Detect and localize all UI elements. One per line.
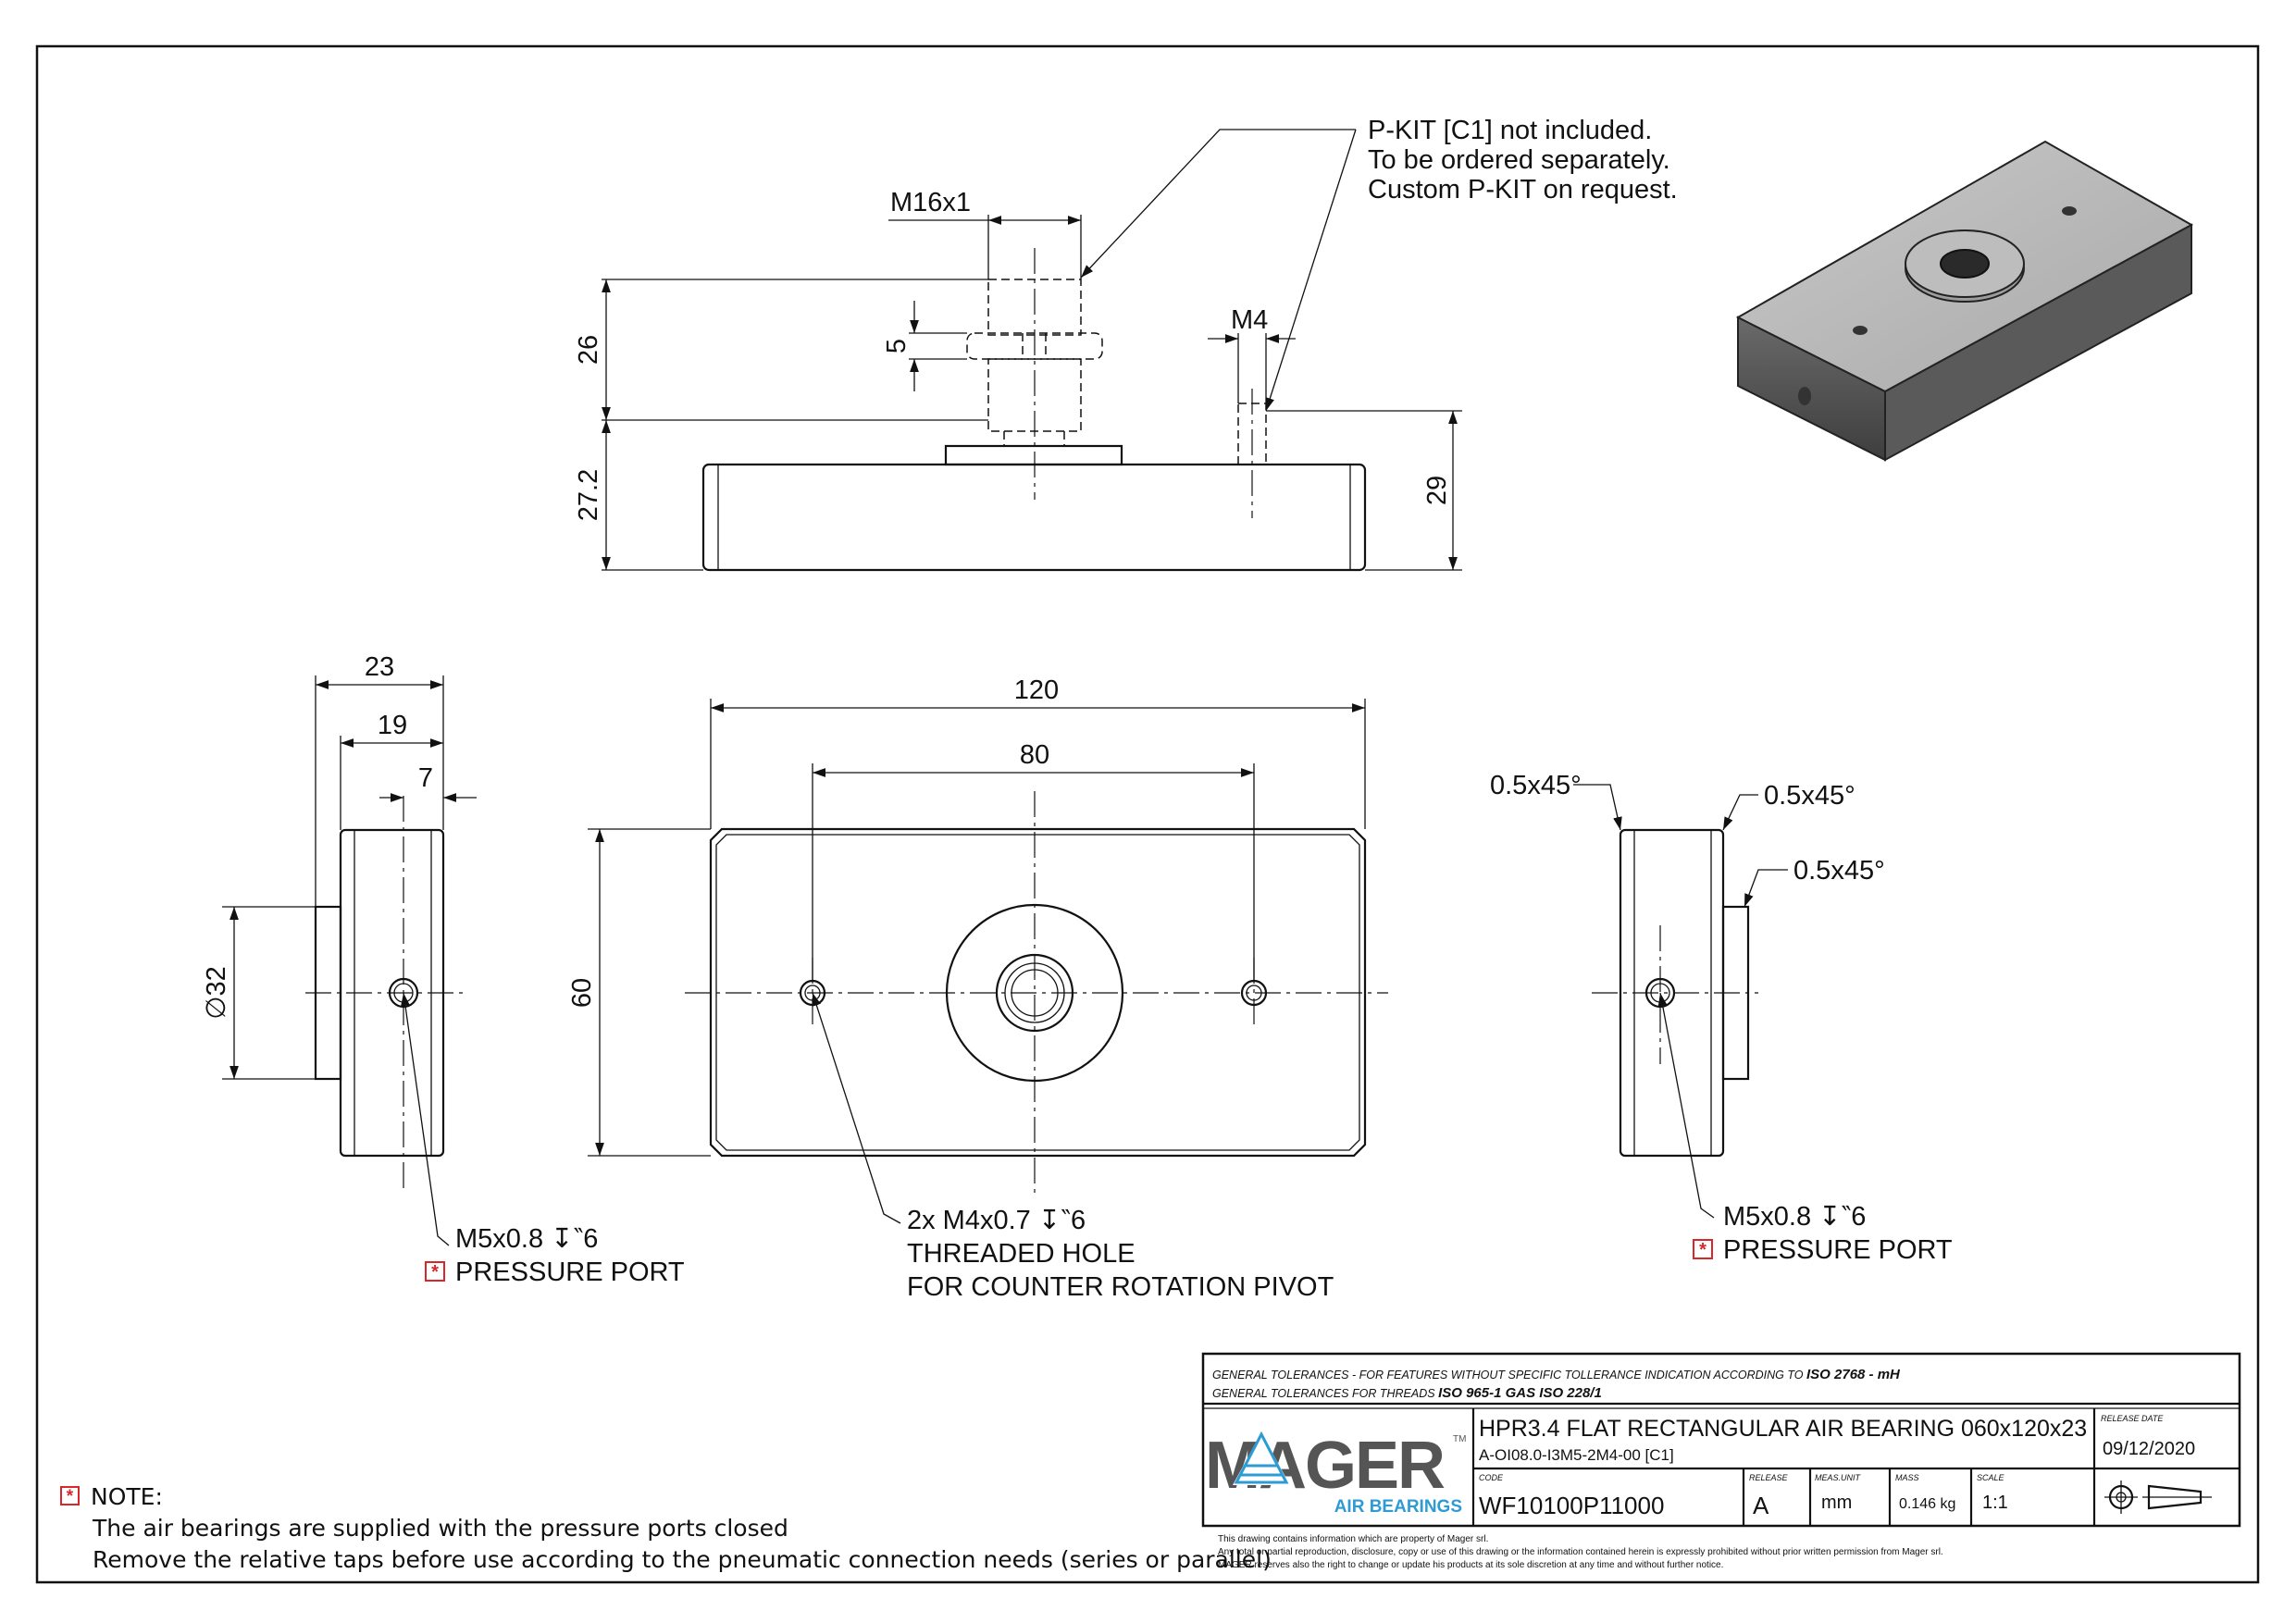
hole-purpose: FOR COUNTER ROTATION PIVOT [907,1272,1334,1302]
svg-text:MASS: MASS [1895,1473,1919,1482]
dim-m4: M4 [1231,305,1268,335]
note-star-icon-right [1693,1239,1713,1259]
isometric-view [1735,140,2194,462]
note-line-2: Remove the relative taps before use acco… [93,1546,1272,1573]
tolerance-threads: GENERAL TOLERANCES FOR THREADS ISO 965-1… [1212,1385,1602,1401]
drawing-subtitle: A-OI08.0-I3M5-2M4-00 [C1] [1479,1446,1674,1464]
right-side-view: 0.5x45° 0.5x45° 0.5x45° M5x0.8 ↧‶6 * PRE… [1490,771,1953,1265]
release-date: 09/12/2020 [2103,1439,2195,1459]
mager-logo: MAGER TM AIR BEARINGS [1205,1429,1466,1517]
port-right-thread: M5x0.8 ↧‶6 [1723,1202,1866,1232]
scale-value: 1:1 [1982,1493,2008,1513]
svg-text:AIR BEARINGS: AIR BEARINGS [1334,1497,1462,1517]
left-side-view: 23 19 7 ∅32 M5x0.8 ↧‶6 * PRESSURE PORT [202,652,685,1287]
svg-text:MAGER: MAGER [1205,1429,1445,1503]
pkit-note-line-3: Custom P-KIT on request. [1368,175,1678,204]
drawing-code: WF10100P11000 [1479,1492,1664,1519]
dim-120: 120 [1014,675,1059,705]
front-view: 26 27.2 5 M16x1 M4 29 P-KIT [C1] not inc… [574,116,1678,572]
mass-value: 0.146 kg [1899,1496,1955,1512]
projection-symbol-icon [2104,1481,2212,1514]
meas-unit: mm [1821,1493,1852,1513]
dim-dia-32: ∅32 [202,966,231,1020]
svg-text:MEAS.UNIT: MEAS.UNIT [1815,1473,1862,1482]
dim-m16: M16x1 [890,188,971,217]
note-title: NOTE: [91,1483,163,1510]
hole-label: THREADED HOLE [907,1239,1136,1269]
svg-text:CODE: CODE [1479,1473,1504,1482]
svg-text:SCALE: SCALE [1977,1473,2005,1482]
dim-23: 23 [365,652,394,682]
chamfer-1: 0.5x45° [1490,771,1582,800]
note-star-icon-main [60,1486,80,1505]
svg-text:TM: TM [1453,1434,1466,1444]
tolerance-general: GENERAL TOLERANCES - FOR FEATURES WITHOU… [1212,1367,1901,1382]
svg-text:*: * [67,1487,74,1506]
dim-29: 29 [1422,476,1452,505]
top-view: 120 80 60 2x M4x0.7 ↧‶6 THREADED HOLE FO… [567,675,1388,1302]
port-left-thread: M5x0.8 ↧‶6 [455,1224,598,1254]
dim-26: 26 [574,335,603,365]
pkit-note-line-1: P-KIT [C1] not included. [1368,116,1652,145]
footer-line-3: MAGER reserves also the right to change … [1218,1560,1723,1570]
drawing-title: HPR3.4 FLAT RECTANGULAR AIR BEARING 060x… [1479,1416,2087,1442]
port-left-label: PRESSURE PORT [455,1258,685,1287]
svg-text:*: * [1699,1240,1706,1260]
dim-60: 60 [567,978,597,1008]
port-right-label: PRESSURE PORT [1723,1235,1953,1265]
svg-text:RELEASE: RELEASE [1749,1473,1789,1482]
sheet-border [35,44,2260,1584]
footer-line-1: This drawing contains information which … [1218,1534,1488,1544]
release-value: A [1753,1492,1769,1519]
note-star-icon [425,1261,445,1282]
footer-line-2: Any total or partial reproduction, discl… [1218,1547,1943,1557]
dim-5: 5 [882,339,912,353]
dim-80: 80 [1020,740,1049,770]
dim-7: 7 [418,763,433,793]
hole-thread: 2x M4x0.7 ↧‶6 [907,1206,1086,1235]
note-block: * NOTE: The air bearings are supplied wi… [60,1483,1272,1573]
note-line-1: The air bearings are supplied with the p… [92,1515,788,1542]
dim-27-2: 27.2 [574,469,603,521]
svg-text:RELEASE DATE: RELEASE DATE [2101,1414,2164,1423]
pkit-note-line-2: To be ordered separately. [1368,145,1670,175]
svg-text:*: * [431,1262,439,1282]
dim-19: 19 [378,711,407,740]
chamfer-2: 0.5x45° [1764,781,1855,811]
chamfer-3: 0.5x45° [1793,856,1885,886]
title-block: GENERAL TOLERANCES - FOR FEATURES WITHOU… [1201,1352,2241,1570]
